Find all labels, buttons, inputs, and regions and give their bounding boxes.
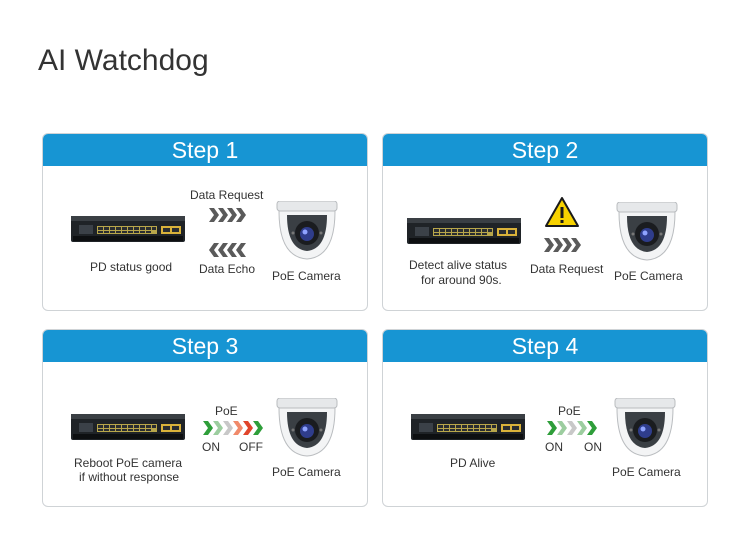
- poe-switch-icon: [411, 414, 527, 442]
- poe-switch-icon: [71, 216, 187, 244]
- camera-label: PoE Camera: [272, 269, 341, 283]
- step-2-card: Step 2 Detect alive status for around 90…: [382, 133, 708, 311]
- data-echo-label: Data Echo: [199, 262, 255, 276]
- forward-chevrons-icon: [209, 207, 251, 223]
- on-label-2: ON: [584, 440, 602, 454]
- poe-label: PoE: [215, 404, 238, 418]
- on-off-chevrons-icon: [203, 420, 265, 436]
- camera-icon: [275, 398, 339, 458]
- camera-label: PoE Camera: [614, 269, 683, 283]
- off-label: OFF: [239, 440, 263, 454]
- page-title: AI Watchdog: [38, 44, 209, 78]
- on-chevrons-icon: [547, 420, 597, 436]
- poe-label: PoE: [558, 404, 581, 418]
- backward-chevrons-icon: [209, 242, 251, 258]
- status-line-1: Detect alive status: [409, 258, 507, 272]
- on-label: ON: [545, 440, 563, 454]
- step-1-heading: Step 1: [43, 134, 367, 166]
- camera-label: PoE Camera: [272, 465, 341, 479]
- status-line-2: for around 90s.: [421, 273, 502, 287]
- data-request-label: Data Request: [530, 262, 603, 276]
- forward-chevrons-icon: [544, 237, 586, 253]
- pd-alive-label: PD Alive: [450, 456, 495, 470]
- step-2-heading: Step 2: [383, 134, 707, 166]
- on-label: ON: [202, 440, 220, 454]
- camera-icon: [275, 201, 339, 261]
- reboot-line-2: if without response: [79, 470, 179, 484]
- step-1-card: Step 1 PD status good Data Request Data …: [42, 133, 368, 311]
- poe-switch-icon: [407, 218, 523, 246]
- warning-icon: [544, 196, 580, 228]
- step-3-heading: Step 3: [43, 330, 367, 362]
- pd-status-label: PD status good: [90, 260, 172, 274]
- camera-label: PoE Camera: [612, 465, 681, 479]
- step-4-card: Step 4 PD Alive PoE ON ON PoE Camera: [382, 329, 708, 507]
- step-3-card: Step 3 Reboot PoE camera if without resp…: [42, 329, 368, 507]
- camera-icon: [615, 202, 679, 262]
- reboot-line-1: Reboot PoE camera: [74, 456, 182, 470]
- poe-switch-icon: [71, 414, 187, 442]
- data-request-label: Data Request: [190, 188, 263, 202]
- step-4-heading: Step 4: [383, 330, 707, 362]
- camera-icon: [613, 398, 677, 458]
